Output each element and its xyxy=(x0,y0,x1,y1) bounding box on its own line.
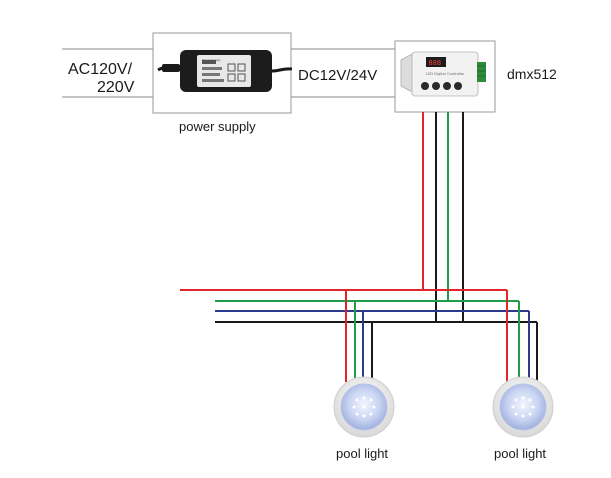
dmx-controller-icon: 888 LED Digital Controller xyxy=(400,51,486,97)
ac-voltage-label-line1: AC120V/ xyxy=(68,61,133,78)
pool-light-1-icon xyxy=(333,376,395,438)
controller-wires xyxy=(422,112,464,322)
adapter-icon xyxy=(157,50,293,92)
power-supply-label: power supply xyxy=(179,119,256,134)
dc-voltage-label: DC12V/24V xyxy=(298,67,378,84)
ac-voltage-label-line2: 220V xyxy=(97,79,135,96)
ac-input-lines xyxy=(62,48,153,98)
adapter-label: Power Supply xyxy=(202,58,221,62)
pool-light-2-icon xyxy=(492,376,554,438)
dc-output-lines xyxy=(291,48,395,98)
drop-wires-light-2 xyxy=(506,290,538,382)
pool-light-label-1: pool light xyxy=(336,446,389,461)
bus-wires xyxy=(180,289,537,323)
controller-label: dmx512 xyxy=(507,66,557,82)
pool-light-label-2: pool light xyxy=(494,446,547,461)
drop-wires-light-1 xyxy=(345,290,373,382)
controller-display: 888 xyxy=(429,59,442,67)
controller-title: LED Digital Controller xyxy=(426,72,465,76)
